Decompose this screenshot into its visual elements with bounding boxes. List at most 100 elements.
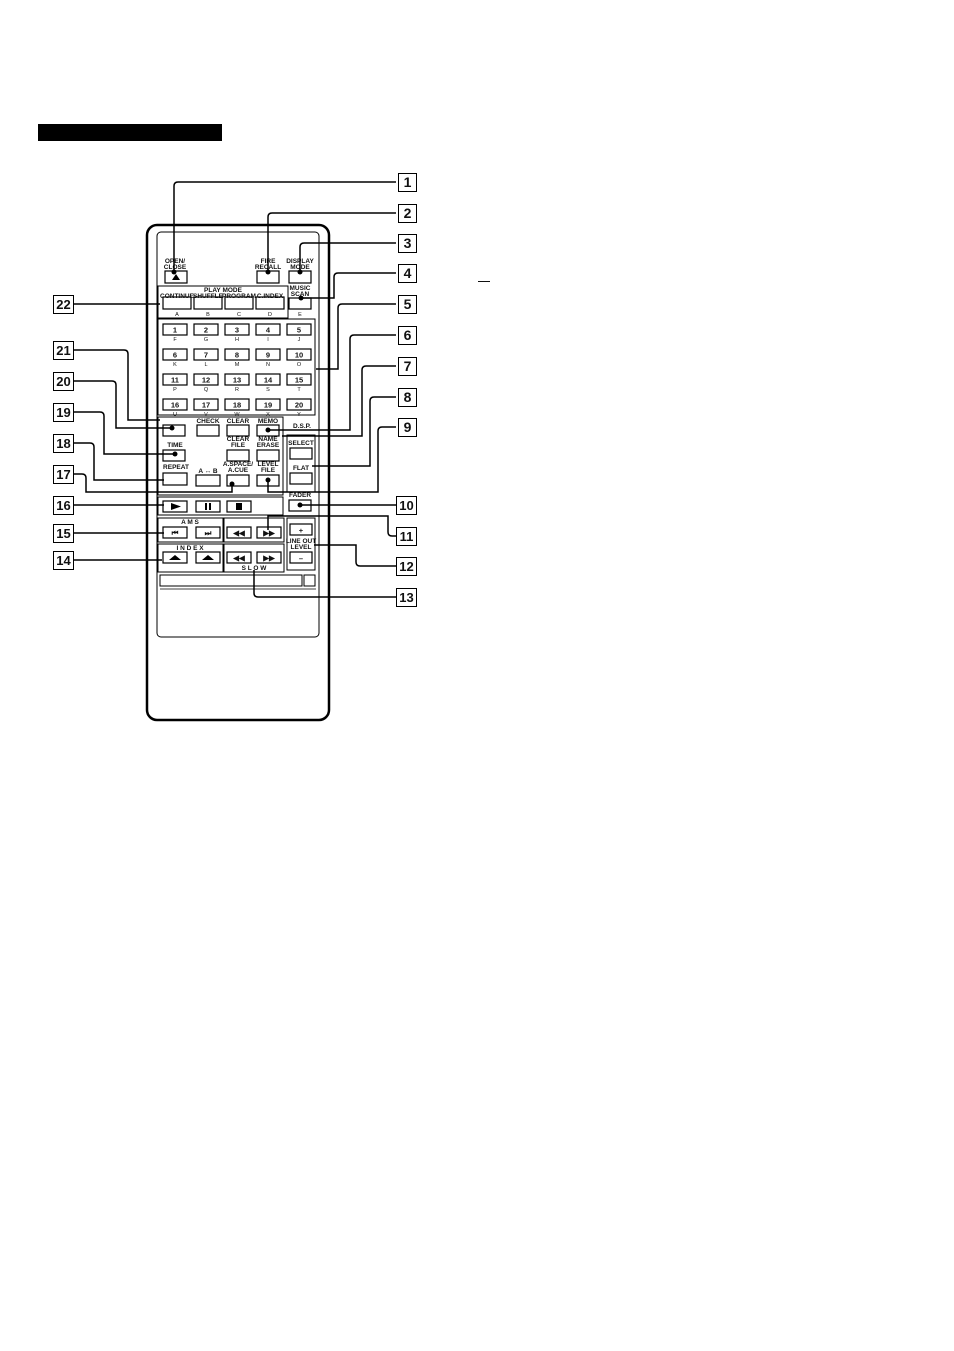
number-letter-15: T: [297, 387, 301, 393]
slow-label: S L O W: [242, 565, 268, 572]
play-mode-group: [157, 285, 289, 319]
callout-1: 1: [398, 173, 417, 192]
search-group: [223, 517, 285, 543]
play-mode-letter-2: B: [206, 312, 210, 318]
callout-15: 15: [53, 524, 74, 543]
music-scan-label-2: SCAN: [291, 291, 310, 298]
number-button-3[interactable]: [224, 323, 250, 336]
callout-16: 16: [53, 496, 74, 515]
level-plus-button[interactable]: [289, 523, 313, 536]
number-button-16[interactable]: [162, 398, 188, 411]
number-letter-6: K: [173, 362, 177, 368]
number-button-17[interactable]: [193, 398, 219, 411]
number-button-7[interactable]: [193, 348, 219, 361]
clear-file-button[interactable]: [226, 449, 250, 462]
number-label-6: 6: [173, 351, 177, 360]
callout-9: 9: [398, 418, 417, 437]
callout-19: 19: [53, 403, 74, 422]
callout-7: 7: [398, 357, 417, 376]
label-strip-end: [303, 574, 316, 587]
skip-forward-icon: ⏭: [205, 529, 213, 538]
check-label: CHECK: [196, 418, 219, 425]
number-button-4[interactable]: [255, 323, 281, 336]
number-button-1[interactable]: [162, 323, 188, 336]
level-minus-button[interactable]: [289, 551, 313, 564]
number-button-9[interactable]: [255, 348, 281, 361]
line-out-group: [286, 517, 316, 571]
svg-text:▶▶: ▶▶: [262, 554, 276, 563]
name-erase-button[interactable]: [256, 449, 280, 462]
number-button-6[interactable]: [162, 348, 188, 361]
line-out-label-2: LEVEL: [291, 544, 312, 551]
callout-11: 11: [396, 527, 417, 546]
label-strip: [159, 574, 303, 587]
number-label-16: 16: [171, 401, 179, 410]
play-mode-label-3: PROGRAM: [222, 293, 256, 300]
callout-17: 17: [53, 465, 74, 484]
transport-group: [157, 496, 284, 516]
skip-back-icon: ⏮: [172, 529, 179, 538]
play-mode-button-4[interactable]: [255, 296, 285, 310]
callout-21: 21: [53, 341, 74, 360]
slow-forward-button[interactable]: [256, 551, 282, 564]
a-space-button[interactable]: [226, 474, 250, 487]
number-label-14: 14: [264, 376, 273, 385]
slow-rewind-button[interactable]: [226, 551, 252, 564]
play-mode-button-3[interactable]: [224, 296, 254, 310]
callout-6: 6: [398, 326, 417, 345]
a-space-label-2: A.CUE: [228, 467, 249, 474]
number-button-13[interactable]: [224, 373, 250, 386]
number-label-12: 12: [202, 376, 210, 385]
section-title-bar: [38, 124, 222, 141]
repeat-button[interactable]: [162, 472, 188, 486]
callout-3: 3: [398, 234, 417, 253]
number-button-10[interactable]: [286, 348, 312, 361]
ams-group: [157, 517, 224, 543]
line-out-label-1: LINE OUT: [286, 538, 316, 545]
play-mode-button-2[interactable]: [193, 296, 223, 310]
open-close-label-2: CLOSE: [164, 264, 187, 271]
callout-18: 18: [53, 434, 74, 453]
pause-button[interactable]: [195, 500, 221, 513]
number-letter-14: S: [266, 387, 270, 393]
search-rewind-button[interactable]: [226, 526, 252, 539]
flat-button[interactable]: [289, 472, 313, 485]
fader-label: FADER: [289, 492, 311, 499]
number-button-18[interactable]: [224, 398, 250, 411]
number-button-14[interactable]: [255, 373, 281, 386]
number-letter-10: O: [297, 362, 302, 368]
plus-label: +: [299, 526, 304, 535]
number-button-2[interactable]: [193, 323, 219, 336]
number-letter-1: F: [173, 337, 177, 343]
number-button-11[interactable]: [162, 373, 188, 386]
number-label-3: 3: [235, 326, 239, 335]
callout-14: 14: [53, 551, 74, 570]
fast-forward-icon: ▶▶: [262, 529, 276, 538]
number-button-8[interactable]: [224, 348, 250, 361]
number-letter-20: Y: [297, 412, 301, 418]
number-letter-5: J: [298, 337, 301, 343]
ams-forward-button[interactable]: [195, 526, 221, 539]
search-forward-button[interactable]: [256, 526, 282, 539]
svg-text:◀◀: ◀◀: [232, 554, 246, 563]
play-mode-label-2: SHUFFLE: [193, 293, 224, 300]
number-label-13: 13: [233, 376, 241, 385]
number-button-19[interactable]: [255, 398, 281, 411]
a-b-button[interactable]: [195, 474, 221, 487]
number-button-20[interactable]: [286, 398, 312, 411]
enter-button[interactable]: [162, 424, 186, 437]
edit-group: [157, 416, 284, 496]
check-button[interactable]: [196, 424, 220, 437]
select-button[interactable]: [289, 447, 313, 460]
callout-13: 13: [396, 588, 417, 607]
play-mode-button-1[interactable]: [162, 296, 192, 310]
play-mode-label-4: C.INDEX: [257, 293, 284, 300]
number-button-12[interactable]: [193, 373, 219, 386]
number-label-18: 18: [233, 401, 241, 410]
number-button-15[interactable]: [286, 373, 312, 386]
time-label: TIME: [167, 442, 183, 449]
clear-button[interactable]: [226, 424, 250, 437]
callout-12: 12: [396, 557, 417, 576]
number-letter-2: G: [204, 337, 208, 343]
number-button-5[interactable]: [286, 323, 312, 336]
